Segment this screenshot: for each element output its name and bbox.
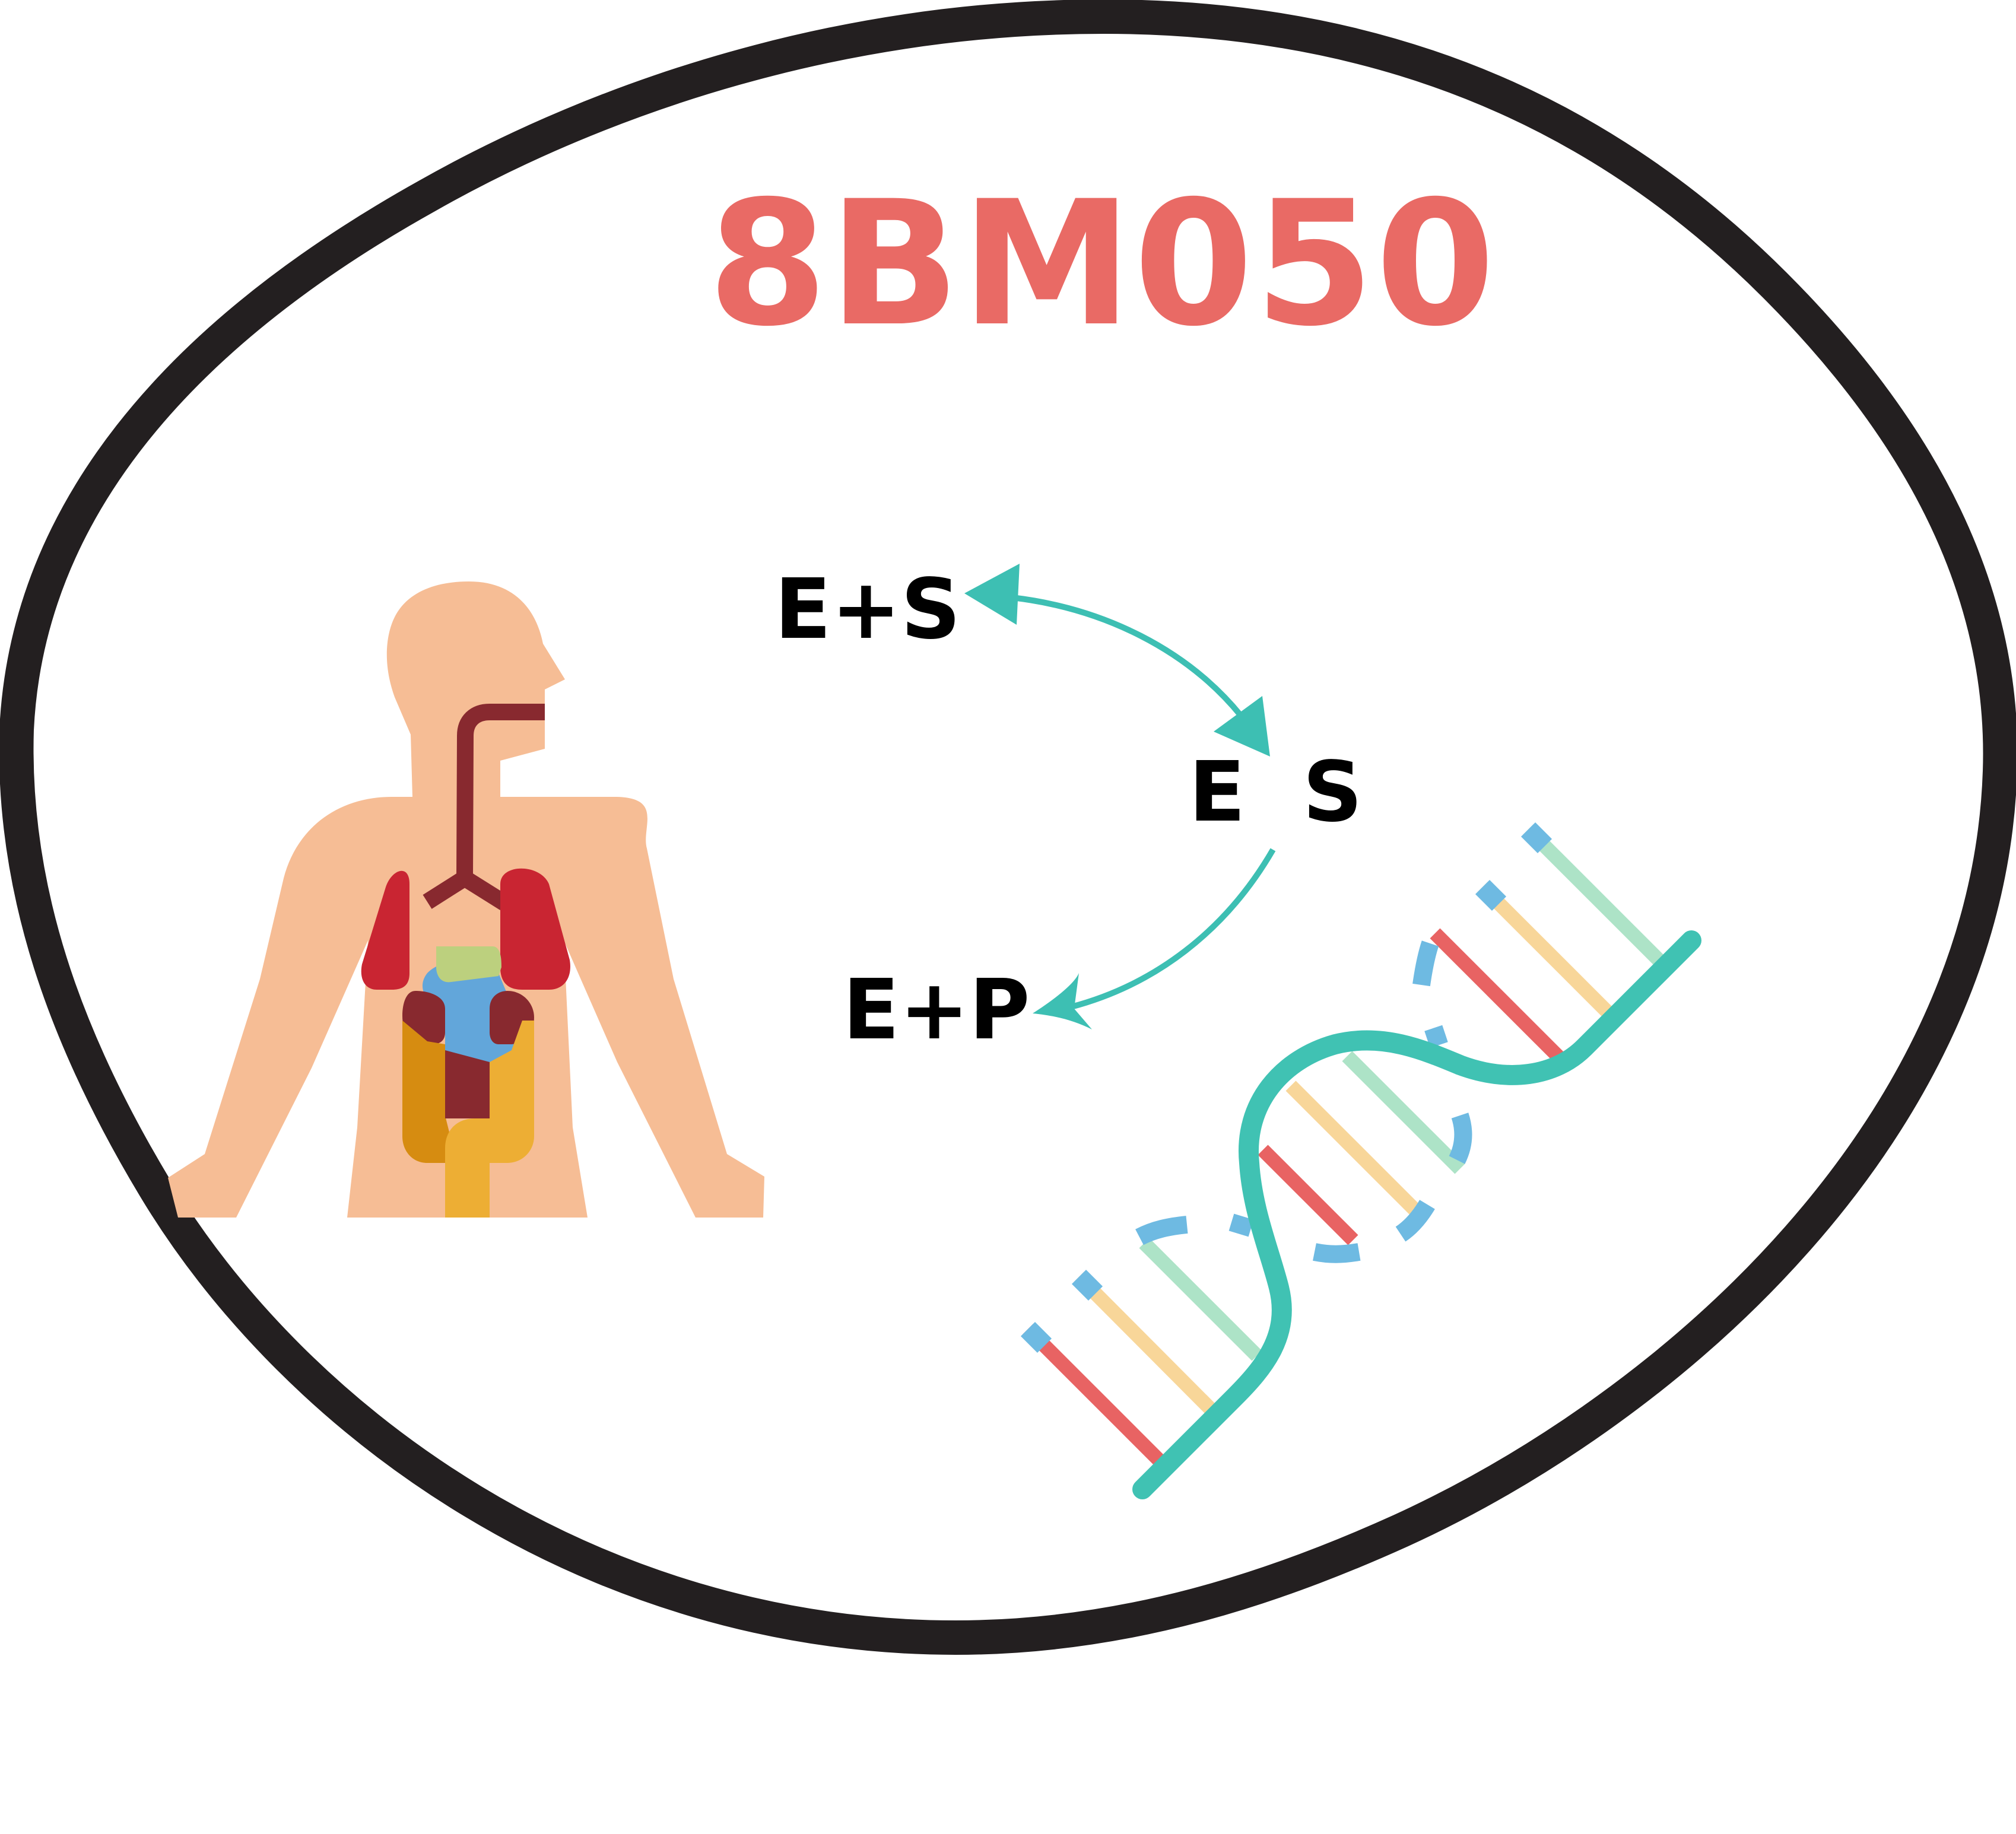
gland: [436, 946, 501, 983]
arrowhead-products: [1033, 973, 1092, 1029]
reaction-arrows-icon: [964, 564, 1276, 1029]
dna-back-strand-low4: [1135, 1216, 1188, 1245]
airway-right: [460, 871, 509, 910]
dna-backbone: [1132, 930, 1701, 1499]
dna-back-strand-low: [1395, 1200, 1435, 1242]
lung-left: [361, 870, 409, 990]
logo-code-title: 8BM050: [708, 164, 1497, 364]
oval-outline: [0, 0, 2016, 1655]
dna-back-strand-mid2: [1449, 1113, 1472, 1164]
human-anatomy-icon: [168, 581, 764, 1218]
intestine-orange: [402, 1021, 457, 1163]
intestine-dark: [445, 1050, 490, 1118]
complex-substrate-label: S: [1303, 744, 1363, 841]
complex-enzyme-label: E: [1189, 744, 1246, 841]
dna-back-strand-top: [1412, 940, 1439, 987]
reactants-label: E+S: [774, 561, 961, 658]
arrowhead-complex: [1214, 696, 1270, 757]
products-label: E+P: [843, 962, 1030, 1059]
arrowhead-reactants: [964, 564, 1020, 625]
body-silhouette: [168, 581, 764, 1218]
dna-back-strand-low3: [1228, 1213, 1254, 1237]
arrow-curve-top: [1011, 595, 1243, 717]
dna-back-strand-low2: [1313, 1243, 1361, 1263]
lung-right: [500, 868, 570, 990]
arrow-curve-bottom: [1070, 848, 1276, 1010]
intestine-yellow: [445, 1021, 534, 1218]
dna-back-strand-mid: [1424, 1025, 1448, 1048]
airway: [423, 704, 545, 909]
dna-double-helix-icon: [1020, 822, 1701, 1499]
